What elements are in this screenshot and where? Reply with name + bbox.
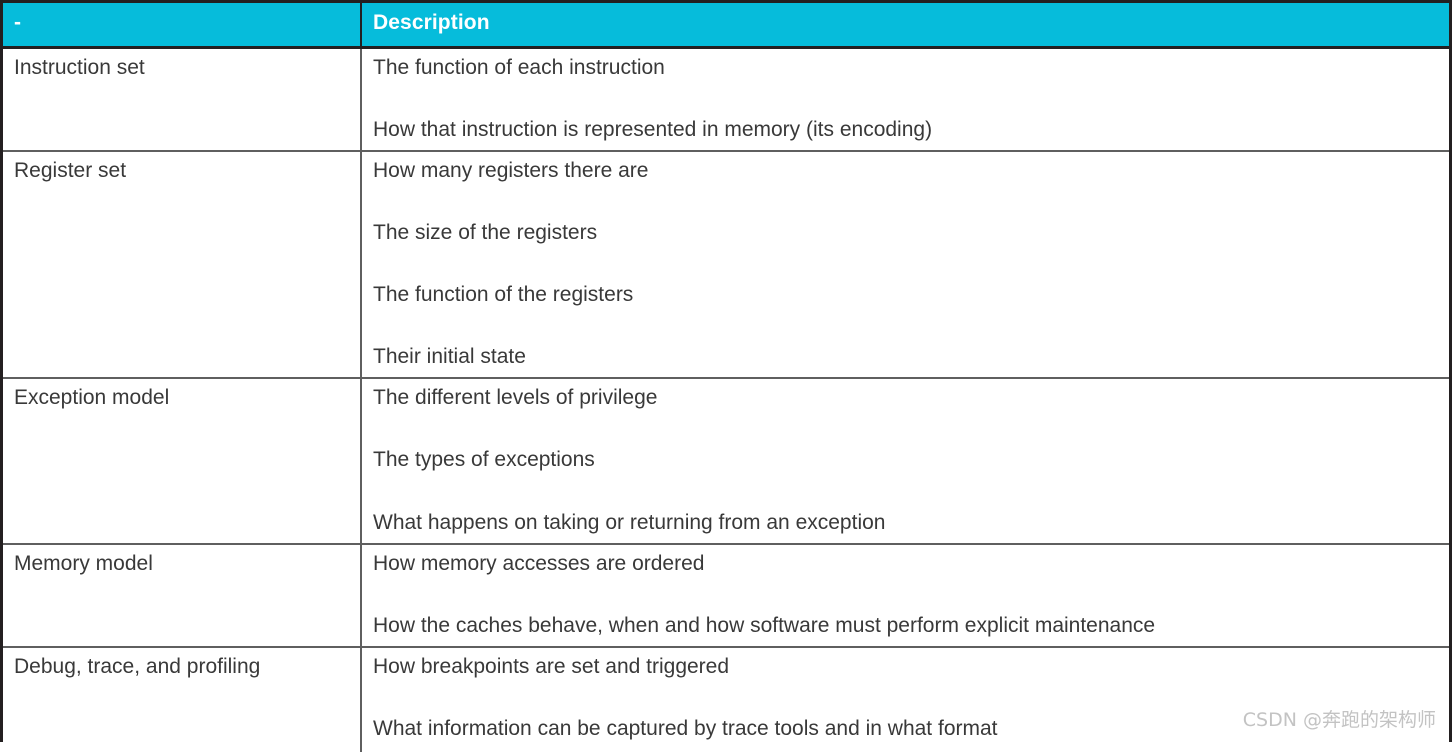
topic-cell: Exception model	[3, 377, 362, 544]
topic-cell: Memory model	[3, 542, 362, 648]
topic-label: Instruction set	[14, 55, 145, 79]
topic-cell: Register set	[3, 149, 362, 379]
table-row: Exception model The different levels of …	[3, 377, 1449, 544]
topic-cell: Debug, trace, and profiling	[3, 646, 362, 752]
description-line: What information can be captured by trac…	[373, 717, 998, 741]
description-list: How memory accesses are ordered How the …	[373, 552, 1439, 638]
description-cell: How memory accesses are ordered How the …	[361, 542, 1449, 648]
topic-label: Debug, trace, and profiling	[14, 655, 261, 679]
table-row: Memory model How memory accesses are ord…	[3, 542, 1449, 648]
description-list: The function of each instruction How tha…	[373, 56, 1439, 142]
description-list: The different levels of privilege The ty…	[373, 386, 1439, 534]
description-line: How many registers there are	[373, 158, 649, 182]
description-cell: The different levels of privilege The ty…	[361, 377, 1449, 544]
description-list: How breakpoints are set and triggered Wh…	[373, 655, 1439, 741]
column-header-topic: -	[3, 3, 362, 47]
description-line: The function of each instruction	[373, 55, 665, 79]
table-row: Instruction set The function of each ins…	[3, 47, 1449, 151]
header-row: - Description	[3, 3, 1449, 47]
description-line: Their initial state	[373, 345, 526, 369]
description-line: What happens on taking or returning from…	[373, 510, 886, 534]
description-list: How many registers there are The size of…	[373, 159, 1439, 370]
architecture-specification-table: - Description Instruction set The functi…	[3, 3, 1449, 752]
topic-label: Register set	[14, 158, 127, 182]
description-line: How memory accesses are ordered	[373, 551, 705, 575]
description-cell: How breakpoints are set and triggered Wh…	[361, 646, 1449, 752]
description-line: How the caches behave, when and how soft…	[373, 613, 1156, 637]
table-row: Register set How many registers there ar…	[3, 149, 1449, 379]
table-body: Instruction set The function of each ins…	[3, 47, 1449, 752]
description-cell: How many registers there are The size of…	[361, 149, 1449, 379]
description-line: How that instruction is represented in m…	[373, 117, 933, 141]
description-line: The size of the registers	[373, 220, 598, 244]
description-line: The different levels of privilege	[373, 386, 658, 410]
topic-label: Memory model	[14, 551, 153, 575]
table-header: - Description	[3, 3, 1449, 47]
description-line: How breakpoints are set and triggered	[373, 655, 730, 679]
topic-cell: Instruction set	[3, 47, 362, 151]
description-line: The function of the registers	[373, 283, 634, 307]
column-header-description: Description	[361, 3, 1449, 47]
topic-label: Exception model	[14, 386, 170, 410]
description-cell: The function of each instruction How tha…	[361, 47, 1449, 151]
table-row: Debug, trace, and profiling How breakpoi…	[3, 646, 1449, 752]
description-line: The types of exceptions	[373, 448, 595, 472]
